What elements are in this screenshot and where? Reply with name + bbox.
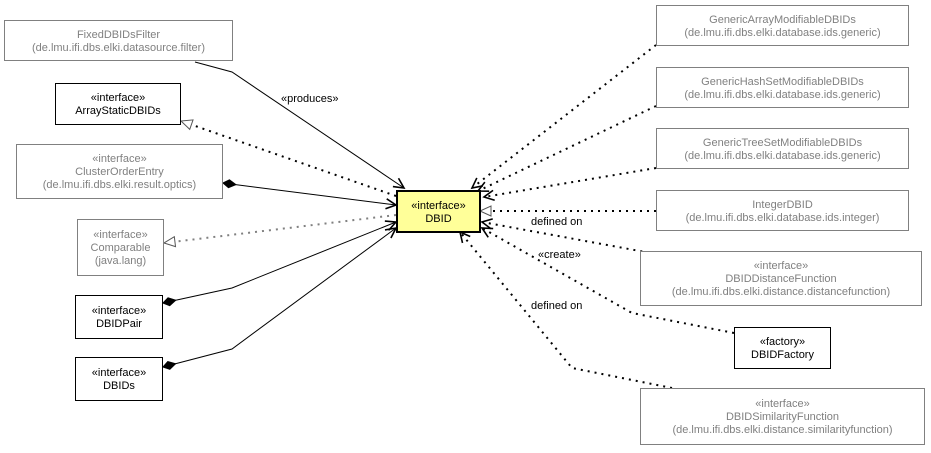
node-comparable[interactable]: «interface» Comparable (java.lang) <box>77 219 164 276</box>
node-distance-fn-package: (de.lmu.ifi.dbs.elki.distance.distancefu… <box>671 286 891 298</box>
node-factory-stereotype: «factory» <box>759 336 806 348</box>
node-cluster-order-entry-package: (de.lmu.ifi.dbs.elki.result.optics) <box>42 179 197 191</box>
node-dbid-similarity-function[interactable]: «interface» DBIDSimilarityFunction (de.l… <box>640 388 925 445</box>
edge-generic-hashset <box>476 105 657 193</box>
node-dbid-pair[interactable]: «interface» DBIDPair <box>75 295 163 339</box>
edge-comparable <box>162 214 397 248</box>
node-dbid-pair-stereotype: «interface» <box>91 305 147 317</box>
edge-dbids <box>162 226 398 370</box>
node-dbid-distance-function[interactable]: «interface» DBIDDistanceFunction (de.lmu… <box>640 251 922 306</box>
node-array-static-dbids[interactable]: «interface» ArrayStaticDBIDs <box>55 83 181 125</box>
node-generic-array-modifiable-dbids[interactable]: GenericArrayModifiableDBIDs (de.lmu.ifi.… <box>656 5 909 46</box>
edge-cluster-order <box>222 179 398 210</box>
node-cluster-order-entry-stereotype: «interface» <box>92 153 147 165</box>
edge-dbid-pair <box>162 220 398 307</box>
node-dbid[interactable]: «interface» DBID <box>396 190 481 233</box>
node-distance-fn-name: DBIDDistanceFunction <box>725 273 837 285</box>
node-generic-treeset-package: (de.lmu.ifi.dbs.elki.database.ids.generi… <box>684 149 881 162</box>
node-generic-hashset-package: (de.lmu.ifi.dbs.elki.database.ids.generi… <box>684 88 881 101</box>
node-cluster-order-entry[interactable]: «interface» ClusterOrderEntry (de.lmu.if… <box>16 144 223 199</box>
node-fixed-dbids-filter-package: (de.lmu.ifi.dbs.elki.datasource.filter) <box>31 41 205 54</box>
node-factory-name: DBIDFactory <box>751 349 814 361</box>
node-comparable-package: (java.lang) <box>94 255 147 267</box>
edge-label-defined-on-2: defined on <box>531 300 583 312</box>
node-dbid-stereotype: «interface» <box>411 199 466 212</box>
edge-distance-fn <box>480 218 657 255</box>
node-integer-dbid-package: (de.lmu.ifi.dbs.elki.database.ids.intege… <box>685 211 880 224</box>
node-integer-dbid-name: IntegerDBID <box>752 198 813 211</box>
edge-label-create: «create» <box>538 249 581 261</box>
node-generic-treeset-modifiable-dbids[interactable]: GenericTreeSetModifiableDBIDs (de.lmu.if… <box>656 128 909 169</box>
node-similarity-fn-stereotype: «interface» <box>755 398 810 410</box>
node-dbid-name: DBID <box>425 212 452 225</box>
node-similarity-fn-name: DBIDSimilarityFunction <box>725 411 840 423</box>
node-comparable-stereotype: «interface» <box>93 229 148 241</box>
node-fixed-dbids-filter[interactable]: FixedDBIDsFilter (de.lmu.ifi.dbs.elki.da… <box>4 20 233 61</box>
edge-produces <box>194 61 406 190</box>
node-array-static-dbids-name: ArrayStaticDBIDs <box>75 105 161 117</box>
edge-generic-treeset <box>482 167 657 202</box>
node-generic-treeset-name: GenericTreeSetModifiableDBIDs <box>702 136 863 149</box>
node-dbids-name: DBIDs <box>103 380 135 392</box>
node-dbids[interactable]: «interface» DBIDs <box>75 357 163 401</box>
node-dbid-factory[interactable]: «factory» DBIDFactory <box>734 327 831 369</box>
node-distance-fn-stereotype: «interface» <box>753 260 809 272</box>
node-comparable-name: Comparable <box>90 242 151 254</box>
edge-label-produces: «produces» <box>281 93 339 105</box>
node-dbids-stereotype: «interface» <box>91 367 147 379</box>
node-generic-hashset-modifiable-dbids[interactable]: GenericHashSetModifiableDBIDs (de.lmu.if… <box>656 67 909 108</box>
node-generic-array-package: (de.lmu.ifi.dbs.elki.database.ids.generi… <box>684 26 881 39</box>
node-generic-array-name: GenericArrayModifiableDBIDs <box>709 13 856 26</box>
edge-array-static <box>179 119 397 197</box>
edge-factory <box>480 227 735 334</box>
node-cluster-order-entry-name: ClusterOrderEntry <box>75 166 164 178</box>
node-dbid-pair-name: DBIDPair <box>96 318 142 330</box>
node-similarity-fn-package: (de.lmu.ifi.dbs.elki.distance.similarity… <box>672 424 893 436</box>
node-generic-hashset-name: GenericHashSetModifiableDBIDs <box>701 75 864 88</box>
edge-label-defined-on-1: defined on <box>531 216 583 228</box>
node-fixed-dbids-filter-name: FixedDBIDsFilter <box>76 28 161 41</box>
edge-generic-array <box>470 44 657 190</box>
node-integer-dbid[interactable]: IntegerDBID (de.lmu.ifi.dbs.elki.databas… <box>656 190 909 231</box>
node-array-static-dbids-stereotype: «interface» <box>90 92 146 104</box>
